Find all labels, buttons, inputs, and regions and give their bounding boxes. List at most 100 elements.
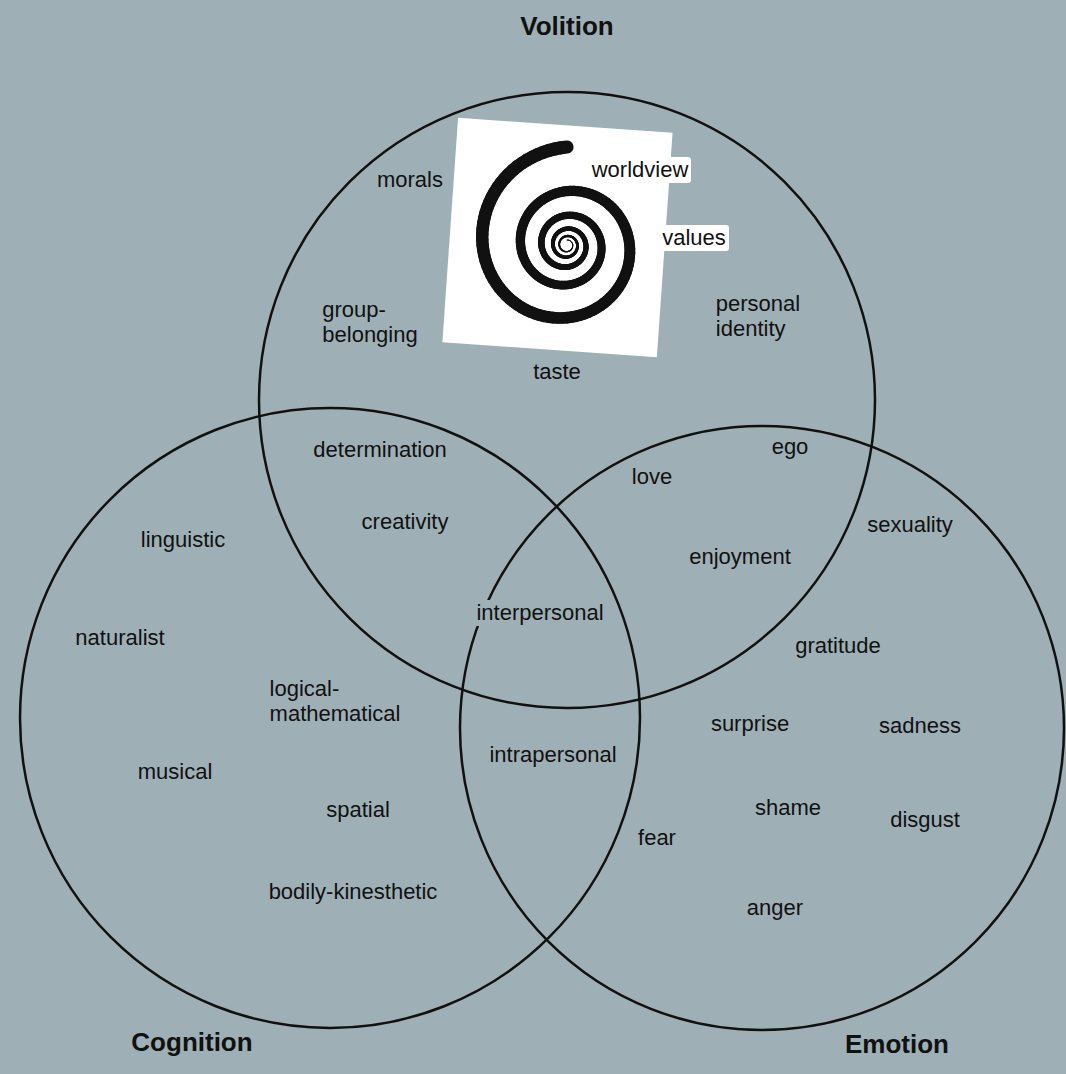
text-slot: sexuality: [864, 512, 956, 537]
text-slot: values: [659, 225, 729, 250]
spiral-stroke: [559, 241, 561, 243]
overlap-term: ego: [769, 434, 812, 459]
spiral-stroke: [562, 236, 565, 238]
region-term: anger: [744, 895, 806, 920]
text-slot: morals: [374, 167, 446, 192]
spiral-stroke: [561, 249, 563, 251]
spiral-stroke: [572, 247, 573, 248]
text-slot: ego: [769, 434, 812, 459]
spiral-stroke: [572, 245, 573, 246]
spiral-stroke: [575, 241, 578, 244]
spiral-stroke: [564, 251, 566, 253]
spiral-stroke: [572, 244, 573, 245]
region-term: personal identity: [713, 291, 803, 342]
spiral-stroke: [572, 237, 575, 240]
spiral-stroke: [561, 249, 563, 251]
spiral-stroke: [567, 240, 568, 241]
spiral-stroke: [563, 250, 565, 252]
text-slot: disgust: [887, 807, 963, 832]
spiral-stroke: [568, 250, 570, 251]
circle-border: [259, 92, 875, 708]
region-term: gratitude: [792, 633, 884, 658]
spiral-stroke: [575, 241, 578, 244]
region-term: values: [659, 225, 729, 250]
overlap-term: intrapersonal: [486, 742, 619, 767]
spiral-stroke: [574, 238, 577, 241]
text-slot: love: [629, 464, 675, 489]
text-slot: enjoyment: [686, 544, 794, 569]
text-slot: musical: [135, 759, 216, 784]
text-slot: determination: [310, 437, 449, 462]
spiral-stroke: [559, 247, 561, 249]
spiral-stroke: [568, 240, 569, 241]
overlap-term: interpersonal: [473, 600, 606, 625]
spiral-stroke: [567, 240, 568, 241]
spiral-stroke: [568, 240, 569, 241]
spiral-stroke: [559, 239, 561, 241]
text-slot: worldview: [589, 157, 692, 182]
spiral-stroke: [572, 247, 573, 248]
circle-heading: Volition: [517, 12, 616, 42]
text-slot: logical- mathematical: [267, 676, 404, 727]
spiral-stroke: [564, 235, 567, 237]
spiral-stroke: [571, 248, 572, 249]
spiral-stroke: [570, 241, 571, 242]
circle-border: [460, 426, 1064, 1030]
spiral-stroke: [558, 243, 560, 245]
circle-border: [20, 408, 640, 1028]
text-slot: taste: [530, 359, 584, 384]
spiral-stroke: [565, 251, 567, 252]
region-term: sadness: [876, 713, 964, 738]
spiral-stroke: [572, 246, 573, 247]
venn-circle: Emotionsexualitygratitudesurprisesadness…: [458, 424, 1066, 1032]
region-term: sexuality: [864, 512, 956, 537]
region-term: shame: [752, 795, 824, 820]
spiral-stroke: [564, 251, 566, 252]
spiral-stroke: [560, 238, 562, 240]
spiral-stroke: [574, 238, 577, 241]
spiral-stroke: [561, 237, 563, 239]
spiral-stroke: [570, 249, 571, 250]
text-slot: creativity: [359, 509, 452, 534]
spiral-stroke: [565, 251, 567, 252]
spiral-stroke: [566, 251, 568, 252]
spiral-stroke: [570, 249, 571, 250]
spiral-stroke: [570, 241, 571, 242]
region-term: taste: [530, 359, 584, 384]
spiral-stroke: [567, 240, 568, 241]
spiral-stroke: [559, 240, 561, 242]
spiral-stroke: [575, 240, 578, 243]
text-slot: intrapersonal: [486, 742, 619, 767]
overlap-term: creativity: [359, 509, 452, 534]
text-slot: bodily-kinesthetic: [266, 879, 441, 904]
spiral-stroke: [558, 244, 560, 246]
spiral-stroke: [560, 248, 562, 250]
region-term: linguistic: [138, 527, 228, 552]
spiral-stroke: [562, 250, 564, 252]
text-slot: sadness: [876, 713, 964, 738]
text-slot: Emotion: [842, 1030, 952, 1060]
spiral-stroke: [567, 251, 569, 252]
spiral-stroke: [571, 242, 572, 243]
spiral-stroke: [571, 248, 572, 249]
spiral-stroke: [571, 236, 574, 239]
spiral-stroke: [562, 236, 565, 238]
spiral-stroke: [569, 240, 570, 241]
spiral-stroke: [573, 237, 576, 240]
spiral-stroke: [572, 243, 573, 244]
spiral-stroke: [560, 248, 562, 250]
region-term: bodily-kinesthetic: [266, 879, 441, 904]
spiral-stroke: [570, 240, 571, 241]
spiral-stroke: [572, 246, 573, 247]
venn-circle: Cognitionlinguisticnaturalistlogical- ma…: [18, 406, 642, 1030]
spiral-stroke: [572, 246, 573, 247]
text-slot: fear: [635, 825, 679, 850]
region-term: logical- mathematical: [267, 676, 404, 727]
spiral-stroke: [571, 236, 574, 239]
spiral-stroke: [565, 235, 568, 237]
spiral-stroke: [568, 255, 572, 258]
region-term: spatial: [323, 797, 393, 822]
spiral-stroke: [572, 244, 573, 245]
region-term: naturalist: [72, 625, 167, 650]
